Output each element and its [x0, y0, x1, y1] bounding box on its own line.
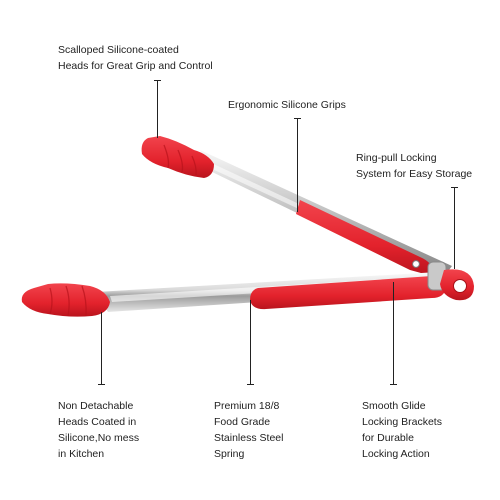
- leader-tick: [294, 118, 301, 119]
- callout-line: Spring: [214, 448, 245, 460]
- leader-line: [393, 282, 394, 384]
- upper-arm: [141, 136, 452, 282]
- callout-line: Scalloped Silicone-coated: [58, 44, 179, 56]
- upper-grip: [296, 200, 433, 276]
- callout-line: Ring-pull Locking: [356, 152, 437, 164]
- leader-tick: [451, 187, 458, 188]
- callout-scalloped-heads: Scalloped Silicone-coated Heads for Grea…: [58, 42, 213, 74]
- callout-premium-steel: Premium 18/8 Food Grade Stainless Steel …: [214, 398, 283, 462]
- callout-line: Heads for Great Grip and Control: [58, 60, 213, 72]
- leader-tick: [390, 384, 397, 385]
- callout-line: in Kitchen: [58, 448, 105, 460]
- callout-non-detachable: Non Detachable Heads Coated in Silicone,…: [58, 398, 139, 462]
- leader-tick: [98, 384, 105, 385]
- lower-grip: [250, 276, 446, 310]
- callout-line: Heads Coated in: [58, 416, 137, 428]
- leader-line: [157, 80, 158, 138]
- leader-line: [250, 300, 251, 384]
- callout-line: Ergonomic Silicone Grips: [228, 99, 346, 111]
- callout-line: for Durable: [362, 432, 414, 444]
- lower-arm: [21, 260, 474, 317]
- callout-line: Premium 18/8: [214, 400, 280, 412]
- upper-head: [141, 136, 214, 178]
- callout-ergonomic-grips: Ergonomic Silicone Grips: [228, 97, 346, 113]
- leader-line: [297, 118, 298, 212]
- leader-tick: [247, 384, 254, 385]
- callout-line: Locking Brackets: [362, 416, 442, 428]
- leader-line: [454, 187, 455, 269]
- callout-line: Smooth Glide: [362, 400, 426, 412]
- lower-head: [21, 283, 110, 317]
- leader-line: [101, 312, 102, 384]
- callout-smooth-glide: Smooth Glide Locking Brackets for Durabl…: [362, 398, 442, 462]
- callout-line: Locking Action: [362, 448, 430, 460]
- leader-tick: [154, 80, 161, 81]
- callout-line: Food Grade: [214, 416, 271, 428]
- callout-line: System for Easy Storage: [356, 168, 473, 180]
- callout-ring-pull: Ring-pull Locking System for Easy Storag…: [356, 150, 472, 182]
- callout-line: Non Detachable: [58, 400, 134, 412]
- callout-line: Silicone,No mess: [58, 432, 140, 444]
- callout-line: Stainless Steel: [214, 432, 284, 444]
